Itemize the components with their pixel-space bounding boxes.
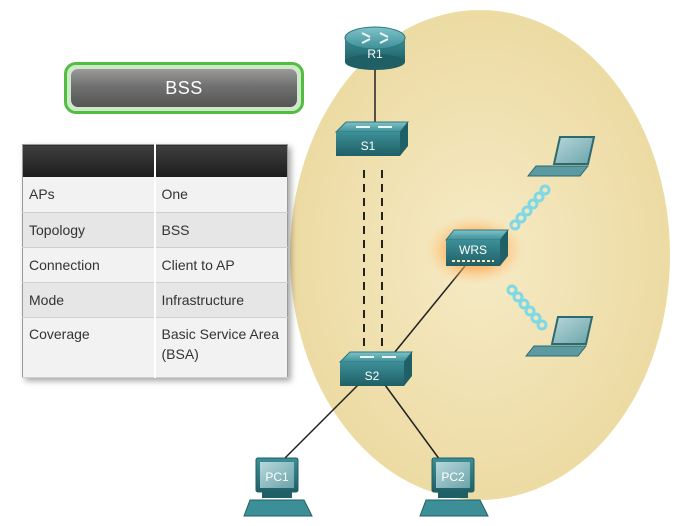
wireless-signal-lower [506,284,548,331]
table-cell-key: APs [22,177,156,213]
link-s2-pc2 [384,384,441,461]
table-row: Topology BSS [22,212,288,248]
table-header-row [22,144,288,177]
table-row: Coverage Basic Service Area (BSA) [22,317,288,378]
switch-s2: S2 [338,351,414,386]
bss-mode-button[interactable]: BSS [64,62,304,114]
wireless-router-wrs: WRS [423,214,527,286]
pc1-label: PC1 [265,470,289,484]
pc2: PC2 [419,457,489,517]
wrs-label: WRS [459,243,487,257]
table-cell-key: Connection [22,247,156,283]
table-header-key [22,144,156,177]
table-cell-key: Coverage [22,317,156,378]
wireless-signal-upper [509,184,551,231]
table-cell-value: Infrastructure [154,282,288,318]
table-row: Connection Client to AP [22,247,288,283]
switch-s2-label: S2 [365,369,380,383]
table-cell-key: Topology [22,212,156,248]
switch-s1: S1 [334,121,410,156]
router-r1-label: R1 [367,47,383,61]
bss-mode-button-label: BSS [71,69,297,107]
table-header-value [154,144,288,177]
table-row: APs One [22,177,288,213]
table-cell-value: Client to AP [154,247,288,283]
table-row: Mode Infrastructure [22,282,288,318]
table-cell-value: Basic Service Area (BSA) [154,317,288,378]
link-s2-pc1 [282,384,359,461]
router-r1: R1 [344,26,406,70]
laptop-upper [526,136,596,177]
table-cell-value: BSS [154,212,288,248]
pc2-label: PC2 [441,470,465,484]
pc1: PC1 [243,457,313,517]
switch-s1-label: S1 [361,139,376,153]
table-cell-value: One [154,177,288,213]
bss-properties-table: APs One Topology BSS Connection Client t… [22,144,288,378]
laptop-lower [524,316,594,357]
table-cell-key: Mode [22,282,156,318]
